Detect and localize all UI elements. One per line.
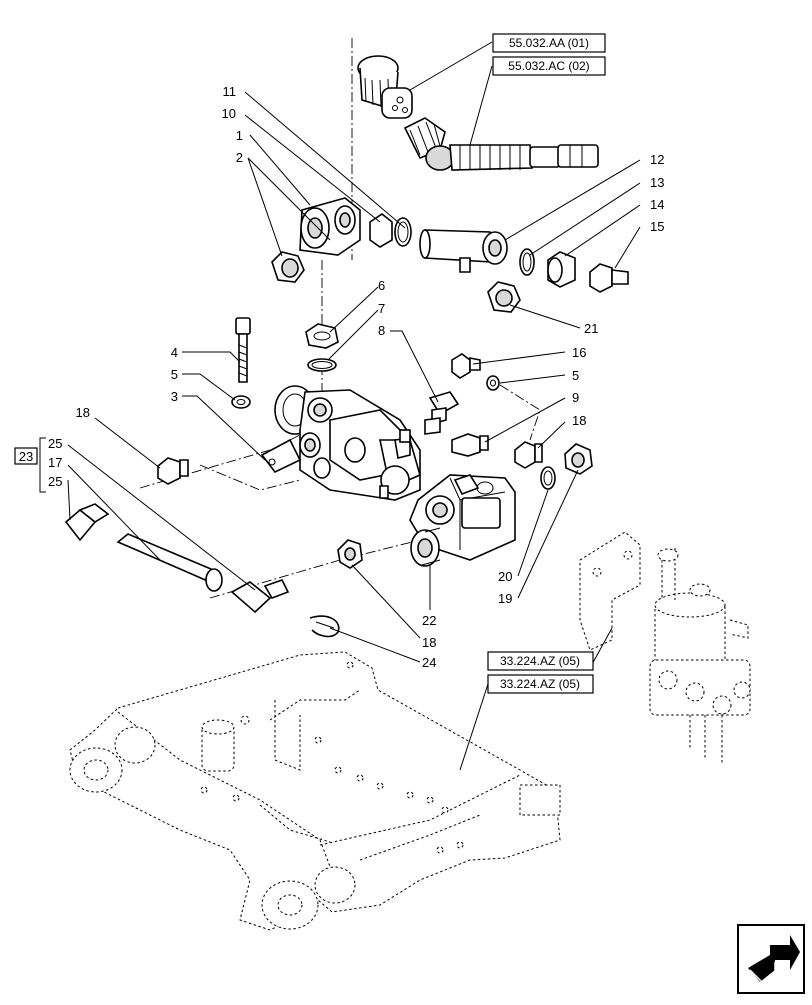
elbow-fitting-part-25-right [230, 579, 290, 614]
callout-25-bottom: 25 [48, 474, 62, 489]
callout-15: 15 [650, 219, 664, 234]
callout-11: 11 [223, 84, 237, 99]
callout-24: 24 [422, 655, 436, 670]
callout-numbers: 11 10 1 2 12 13 14 15 6 7 8 21 16 5 4 5 … [19, 84, 665, 670]
callout-8: 8 [378, 323, 385, 338]
callout-9: 9 [572, 390, 579, 405]
o-ring-part-7 [307, 358, 337, 372]
electrical-connector-plug [357, 55, 413, 119]
o-ring-part-20 [540, 466, 556, 490]
callout-5-left: 5 [171, 367, 178, 382]
nut-part-10 [369, 213, 393, 248]
valve-block-part-22 [409, 474, 516, 567]
group-bracket-23 [14, 437, 46, 493]
hose-part-17 [116, 533, 223, 592]
callout-18-bottom: 18 [422, 635, 436, 650]
callout-22: 22 [422, 613, 436, 628]
elbow-fitting [299, 197, 361, 256]
callout-2: 2 [236, 150, 243, 165]
fitting-part-15 [589, 263, 629, 293]
reference-label[interactable]: 33.224.AZ (05) [500, 677, 580, 691]
washer-part-5a [231, 395, 251, 409]
fitting-part-16 [451, 353, 481, 379]
elbow-connector-part-8 [424, 391, 460, 435]
callout-6: 6 [378, 278, 385, 293]
plug-part-18-bottom [337, 539, 363, 569]
callout-10: 10 [222, 106, 236, 121]
plug-part-18-left [157, 457, 189, 485]
callout-21: 21 [584, 321, 598, 336]
plug-part-19 [564, 443, 593, 475]
next-page-arrow-icon[interactable] [737, 924, 805, 994]
bolt-part-4 [235, 317, 251, 383]
callout-17: 17 [48, 455, 62, 470]
washer-part-5b [486, 375, 500, 391]
nut-part-21 [487, 281, 521, 313]
reference-box-4[interactable]: 33.224.AZ (05) [487, 674, 594, 694]
adapter-part-14 [547, 251, 576, 288]
reference-label[interactable]: 33.224.AZ (05) [500, 654, 580, 668]
callout-18-left: 18 [76, 405, 90, 420]
clip-part-24 [309, 615, 340, 638]
reference-box-3[interactable]: 33.224.AZ (05) [487, 651, 594, 671]
phantom-chassis-frame [69, 651, 561, 931]
wiring-harness-socket [403, 117, 599, 171]
reference-label[interactable]: 55.032.AA (01) [509, 36, 589, 50]
callout-1: 1 [236, 128, 243, 143]
reference-label[interactable]: 55.032.AC (02) [508, 59, 589, 73]
o-ring-part-11 [394, 217, 412, 247]
callout-5-right: 5 [572, 368, 579, 383]
callout-7: 7 [378, 301, 385, 316]
callout-12: 12 [650, 152, 664, 167]
leader-lines [67, 41, 641, 771]
fitting-part-9 [451, 433, 489, 457]
callout-20: 20 [498, 569, 512, 584]
elbow-fitting-part-25-left [64, 503, 110, 542]
trailer-brake-valve-part-3 [260, 385, 421, 501]
reference-box-1[interactable]: 55.032.AA (01) [492, 33, 606, 53]
nut-part-6 [305, 323, 339, 349]
callout-13: 13 [650, 175, 664, 190]
nut-part-2 [271, 251, 305, 283]
o-ring-part-13 [519, 248, 535, 276]
callout-3: 3 [171, 389, 178, 404]
callout-4: 4 [171, 345, 178, 360]
phantom-valve-assembly [579, 531, 751, 765]
callout-19: 19 [498, 591, 512, 606]
callout-23: 23 [19, 449, 33, 464]
callout-14: 14 [650, 197, 664, 212]
callout-18-right: 18 [572, 413, 586, 428]
plug-part-18-right [514, 441, 543, 469]
reference-box-2[interactable]: 55.032.AC (02) [492, 56, 606, 76]
callout-16: 16 [572, 345, 586, 360]
callout-25-top: 25 [48, 436, 62, 451]
tube-adapter [419, 229, 508, 273]
